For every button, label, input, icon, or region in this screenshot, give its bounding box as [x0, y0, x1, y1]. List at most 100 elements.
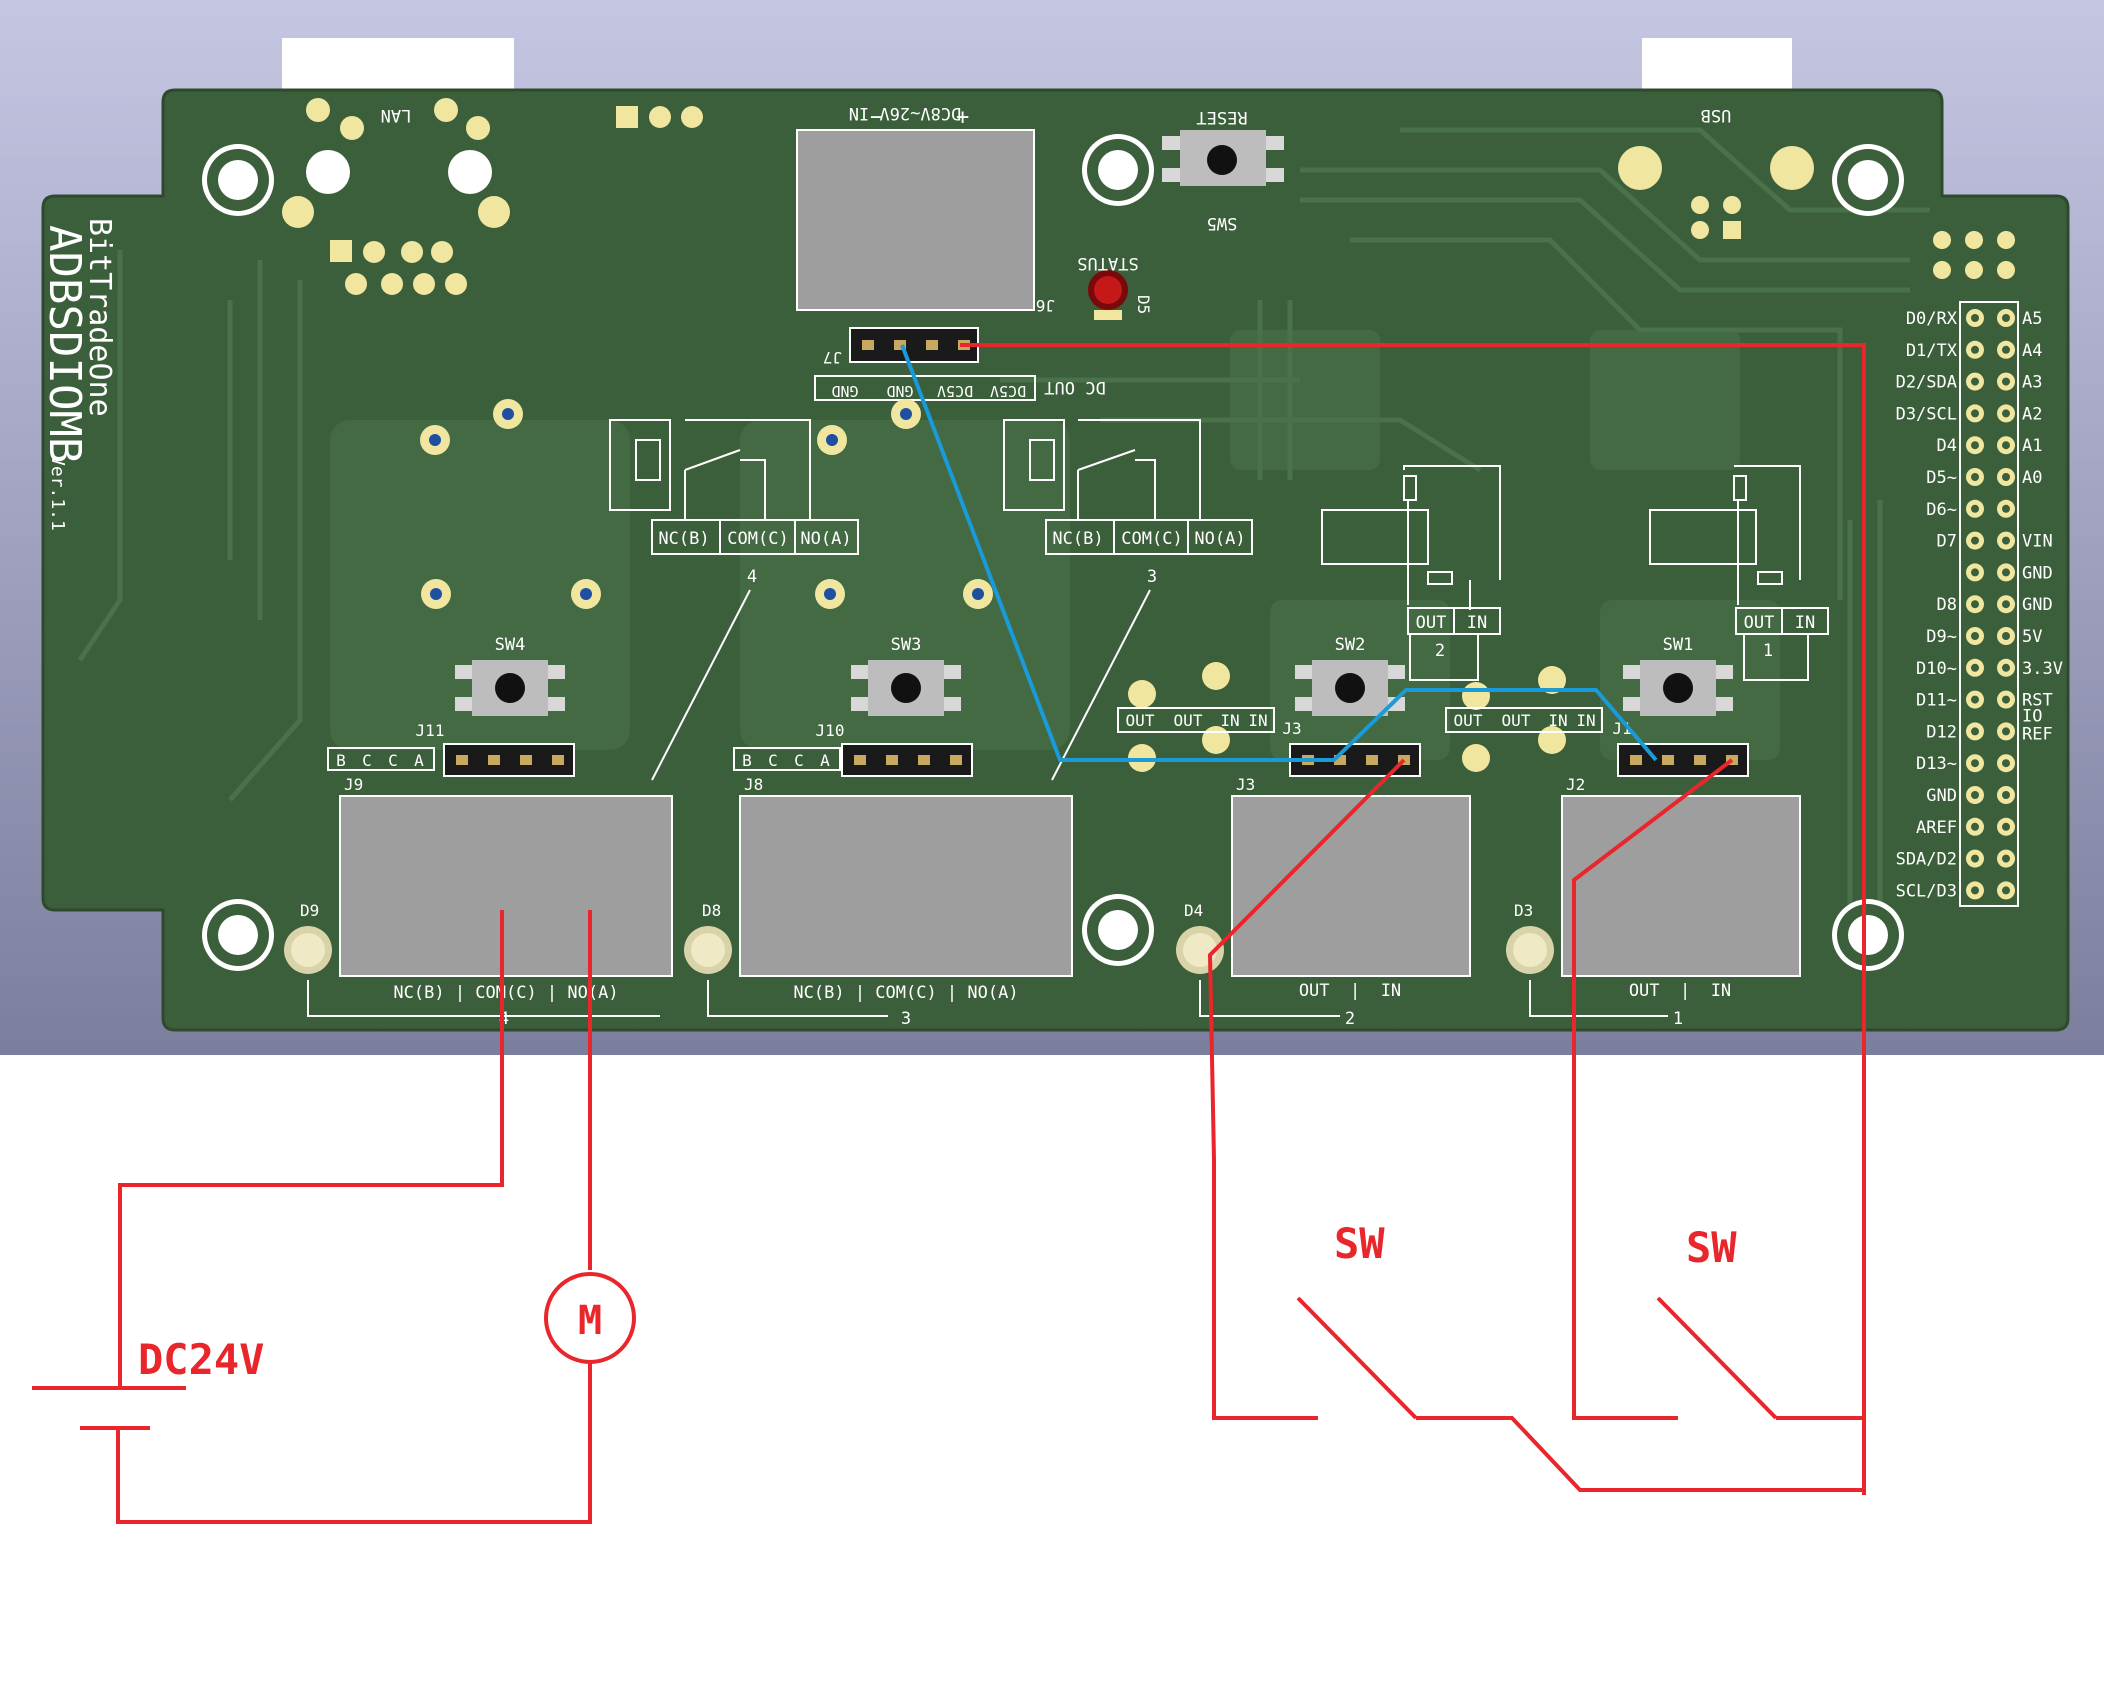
header-pin-hole — [2002, 345, 2010, 354]
switch-2-blade — [1296, 1296, 1418, 1420]
header-left-label: D10~ — [1916, 659, 1957, 679]
header-pin-hole — [2002, 504, 2010, 513]
svg-text:IN: IN — [1467, 613, 1487, 633]
d8-led — [684, 926, 732, 974]
j7-label: J7 — [823, 348, 842, 367]
header-pin-hole — [1971, 473, 1979, 481]
svg-text:C: C — [794, 751, 804, 770]
j2-terminal — [1561, 795, 1801, 977]
j2-label: J2 — [1566, 775, 1585, 794]
in1-pin-labels: OUT OUT IN IN — [1454, 711, 1596, 730]
opto-2-number: 2 — [1435, 641, 1445, 661]
svg-text:C: C — [362, 751, 372, 770]
j4-label: J3 — [1236, 775, 1255, 794]
header-pin-hole — [1971, 822, 1979, 831]
header-pin-hole — [1971, 314, 1979, 322]
svg-text:COM(C): COM(C) — [727, 529, 788, 549]
j10-label: J10 — [816, 721, 845, 740]
lan-pads — [282, 98, 703, 295]
status-label: STATUS — [1077, 253, 1138, 273]
header-right-label: 5V — [2022, 627, 2042, 647]
j2-pin-labels: OUT | IN — [1629, 981, 1731, 1001]
switch-2-label: SW — [1334, 1219, 1385, 1268]
dc-in-minus: − — [870, 105, 883, 130]
j6-label: J6 — [1036, 296, 1055, 315]
svg-text:GND: GND — [886, 382, 913, 400]
relay-3-silk — [1003, 419, 1253, 555]
in2-pin-box — [1117, 707, 1275, 733]
header-left-label: D8 — [1937, 595, 1957, 615]
svg-text:A: A — [820, 751, 830, 770]
brand-label: BitTradeOne — [82, 218, 117, 417]
j9-label: J9 — [344, 775, 363, 794]
header-left-label: GND — [1926, 786, 1957, 806]
usb-pads — [1618, 146, 1814, 239]
j4-terminal — [1231, 795, 1471, 977]
header-left-label: AREF — [1916, 818, 1957, 838]
opto-1-pin-labels: OUT IN — [1744, 613, 1816, 633]
sw4-switch[interactable] — [455, 660, 565, 716]
header-pin-hole — [1971, 409, 1979, 418]
input-1-bottom-number: 1 — [1673, 1009, 1683, 1029]
svg-text:C: C — [388, 751, 398, 770]
in1-pin-box — [1445, 707, 1603, 733]
header-pin-hole — [1971, 345, 1979, 354]
svg-text:OUT: OUT — [1174, 711, 1203, 730]
header-left-label: D9~ — [1926, 627, 1957, 647]
usb-connector-tab — [1642, 38, 1792, 94]
header-pin-hole — [1971, 886, 1979, 895]
header-pin-hole — [1971, 759, 1979, 768]
version-label: Ver.1.1 — [47, 455, 68, 531]
svg-text:DC5V: DC5V — [937, 382, 973, 400]
header-pin-hole — [1971, 663, 1979, 672]
header-pin-hole — [1971, 568, 1979, 577]
sw1-switch[interactable] — [1623, 660, 1733, 716]
d9-label: D9 — [300, 901, 319, 920]
svg-text:IN: IN — [1576, 711, 1595, 730]
header-right-label: A0 — [2022, 468, 2042, 488]
lan-label: LAN — [381, 105, 412, 125]
reset-switch[interactable] — [1162, 130, 1284, 186]
usb-label: USB — [1701, 105, 1732, 125]
relay-3-bracket — [707, 980, 888, 1017]
header-pin-hole — [2002, 727, 2010, 736]
power-label: DC24V — [138, 1335, 264, 1384]
j9-pin-labels: NC(B) | COM(C) | NO(A) — [393, 983, 618, 1003]
dc-in-terminal — [796, 129, 1035, 311]
header-pin-hole — [2002, 663, 2010, 672]
header-left-label: D5~ — [1926, 468, 1957, 488]
wire-red-com — [118, 910, 504, 1390]
header-pin-hole — [1971, 695, 1979, 704]
header-pin-hole — [1971, 536, 1979, 545]
header-left-label: D7 — [1937, 532, 1957, 552]
opto-1-number: 1 — [1763, 641, 1773, 661]
relay-4-silk — [609, 419, 859, 555]
d4-label: D4 — [1184, 901, 1203, 920]
header-pin-hole — [2002, 473, 2010, 481]
svg-text:B: B — [336, 751, 346, 770]
header-right-label: A4 — [2022, 341, 2042, 361]
arduino-header-pins — [1966, 309, 2015, 900]
relay-vias — [420, 399, 993, 609]
motor-symbol — [544, 1272, 636, 1364]
svg-text:NO(A): NO(A) — [800, 529, 851, 549]
svg-text:OUT: OUT — [1126, 711, 1155, 730]
svg-text:OUT: OUT — [1416, 613, 1447, 633]
header-pin-hole — [2002, 695, 2010, 704]
sw2-switch[interactable] — [1295, 660, 1405, 716]
svg-text:DC5V: DC5V — [990, 382, 1026, 400]
d3-led — [1506, 926, 1554, 974]
header-pin-hole — [2002, 791, 2010, 799]
header-right-label: VIN — [2022, 532, 2053, 552]
sw3-switch[interactable] — [851, 660, 961, 716]
lan-connector-tab — [282, 38, 514, 94]
header-right-label: 3.3V — [2022, 659, 2063, 679]
header-pin-hole — [2002, 854, 2010, 863]
header-left-label: D6~ — [1926, 500, 1957, 520]
header-pin-hole — [2002, 409, 2010, 418]
header-pin-hole — [2002, 314, 2010, 322]
header-pin-hole — [1971, 727, 1979, 736]
